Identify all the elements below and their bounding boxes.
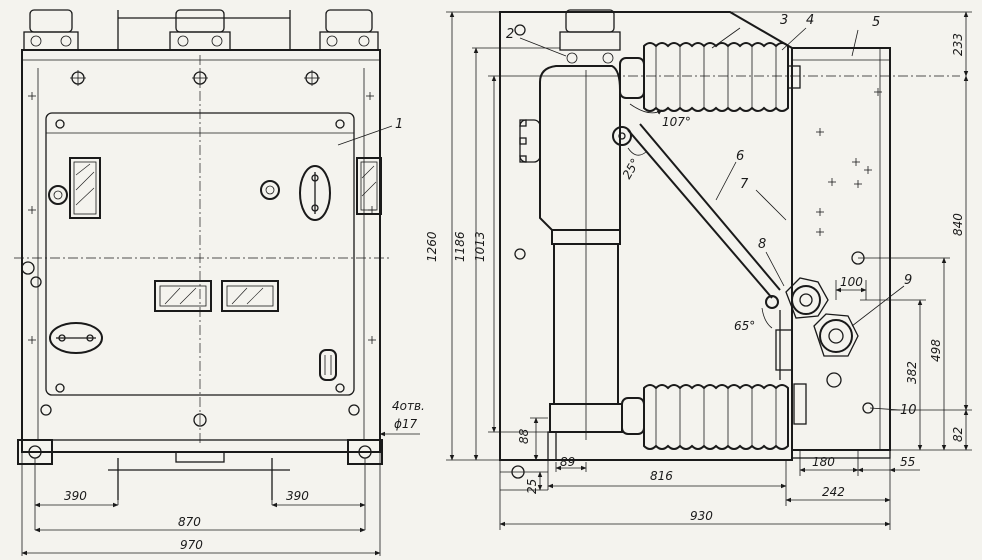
callout-4: 4 [806,13,814,28]
dim-25: 25 [525,479,539,494]
side-dims-right: 233 840 82 498 382 [730,11,972,451]
front-window-right [356,157,382,215]
dim-840: 840 [951,213,965,236]
side-dims-bottom-left: 88 89 25 [500,417,587,494]
holes-note-diameter: ϕ17 [394,417,418,431]
callout-9: 9 [904,273,912,288]
front-indicator-left [48,185,68,205]
side-angles: 107° 25° 65° [620,103,773,333]
side-upper-insulator [619,42,801,112]
top-insulator-left [23,9,79,51]
dim-816: 816 [650,469,673,483]
side-insulator-column [519,65,623,440]
angle-65: 65° [734,319,755,333]
callout-2: 2 [506,27,514,42]
side-callouts: 2 3 4 5 6 7 8 9 10 [506,13,917,418]
front-lock [319,349,337,381]
front-handle-lower [49,322,103,354]
dim-180: 180 [812,455,835,469]
dim-1013: 1013 [473,231,487,262]
front-meter-windows [154,280,279,312]
dim-55: 55 [900,455,915,469]
dim-242: 242 [822,485,845,499]
front-indicator-right [260,180,280,200]
top-insulator-center [169,9,231,51]
front-dimensions: 390 390 870 970 [21,452,381,556]
side-lower-insulator [621,383,807,450]
side-bolts [511,24,874,479]
front-housing [21,49,381,453]
front-base [21,439,381,453]
angle-25: 25° [620,156,643,181]
side-dims-left: 1260 1186 1013 [425,11,610,461]
dim-1186: 1186 [453,231,467,262]
side-dims-bottom: 816 180 55 242 930 [499,450,920,530]
dim-88: 88 [517,428,531,444]
callout-10: 10 [900,403,917,418]
callout-8: 8 [758,237,766,252]
dim-970: 970 [180,538,203,552]
dim-382: 382 [905,361,919,384]
dim-1260: 1260 [425,231,439,262]
callout-7: 7 [740,177,749,192]
side-mechanism [775,251,865,388]
dim-930: 930 [690,509,713,523]
callout-5: 5 [872,15,880,30]
callout-6: 6 [736,149,744,164]
dim-82: 82 [951,427,965,442]
dim-498: 498 [929,339,943,362]
callout-3: 3 [780,13,788,28]
dim-870: 870 [178,515,201,529]
side-back-plate [499,11,793,461]
callout-1: 1 [395,117,403,132]
side-dim-100: 100 [835,275,867,300]
front-window-left [69,157,101,219]
side-cabinet [791,47,891,451]
holes-note-count: 4отв. [392,399,425,413]
front-view: 1 4отв. ϕ17 390 390 870 970 [14,9,425,556]
top-insulator-right [319,9,379,51]
dim-100: 100 [840,275,863,289]
dim-233: 233 [951,33,965,56]
side-top-cap [559,9,621,64]
angle-107: 107° [662,115,691,129]
dim-390-right: 390 [286,489,309,503]
dim-89: 89 [560,455,575,469]
front-handle-upper [299,165,331,221]
side-drive-rod [612,123,781,309]
front-bolt-holes [21,70,360,427]
side-view: 2 3 4 5 6 7 8 9 10 107° 25° 65° [425,9,972,530]
dim-390-left: 390 [64,489,87,503]
